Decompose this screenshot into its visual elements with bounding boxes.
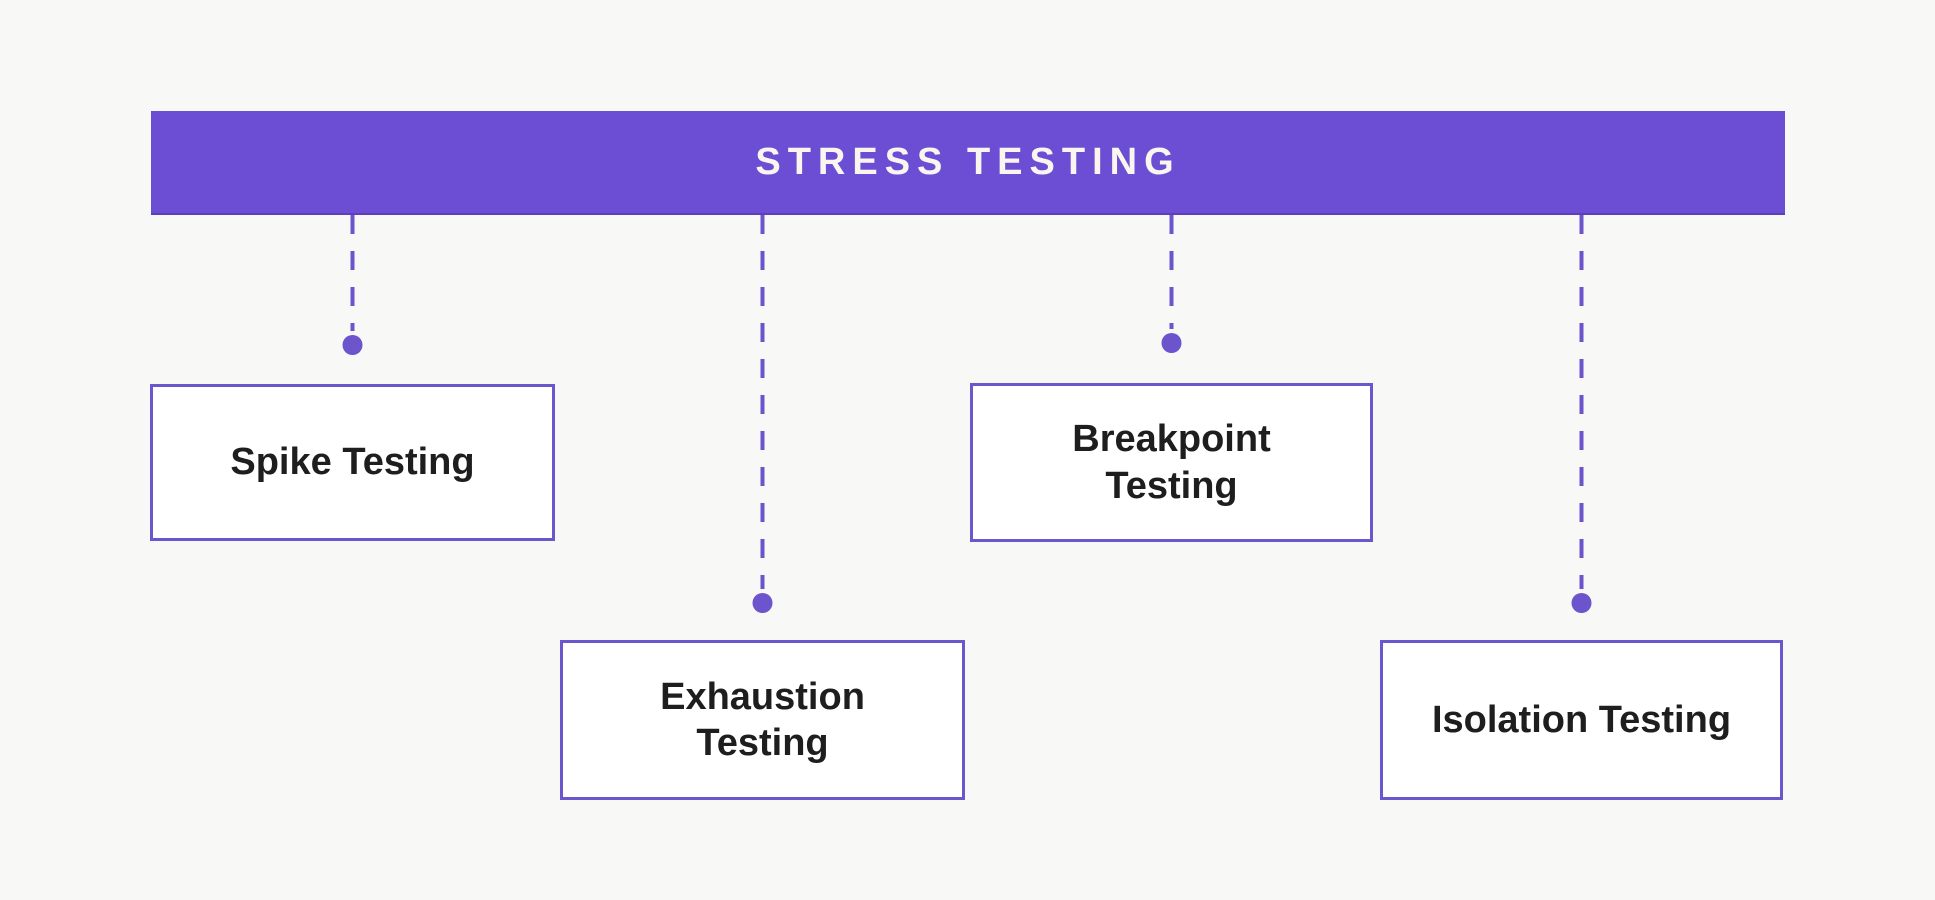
connector-dot-isolation-testing — [1571, 593, 1592, 613]
node-spike-testing: Spike Testing — [150, 384, 555, 541]
diagram-title: STRESS TESTING — [755, 140, 1181, 183]
node-label: Exhaustion Testing — [660, 675, 865, 764]
header-bar: STRESS TESTING — [151, 111, 1785, 215]
node-label: Spike Testing — [230, 441, 475, 484]
node-exhaustion-testing: Exhaustion Testing — [560, 640, 965, 800]
connector-dot-exhaustion-testing — [752, 593, 773, 613]
node-label: Isolation Testing — [1431, 698, 1732, 741]
node-breakpoint-testing: Breakpoint Testing — [970, 383, 1373, 542]
node-label: Breakpoint Testing — [1072, 418, 1271, 507]
connector-dot-breakpoint-testing — [1161, 333, 1182, 353]
connector-dot-spike-testing — [342, 335, 363, 355]
node-isolation-testing: Isolation Testing — [1380, 640, 1783, 800]
